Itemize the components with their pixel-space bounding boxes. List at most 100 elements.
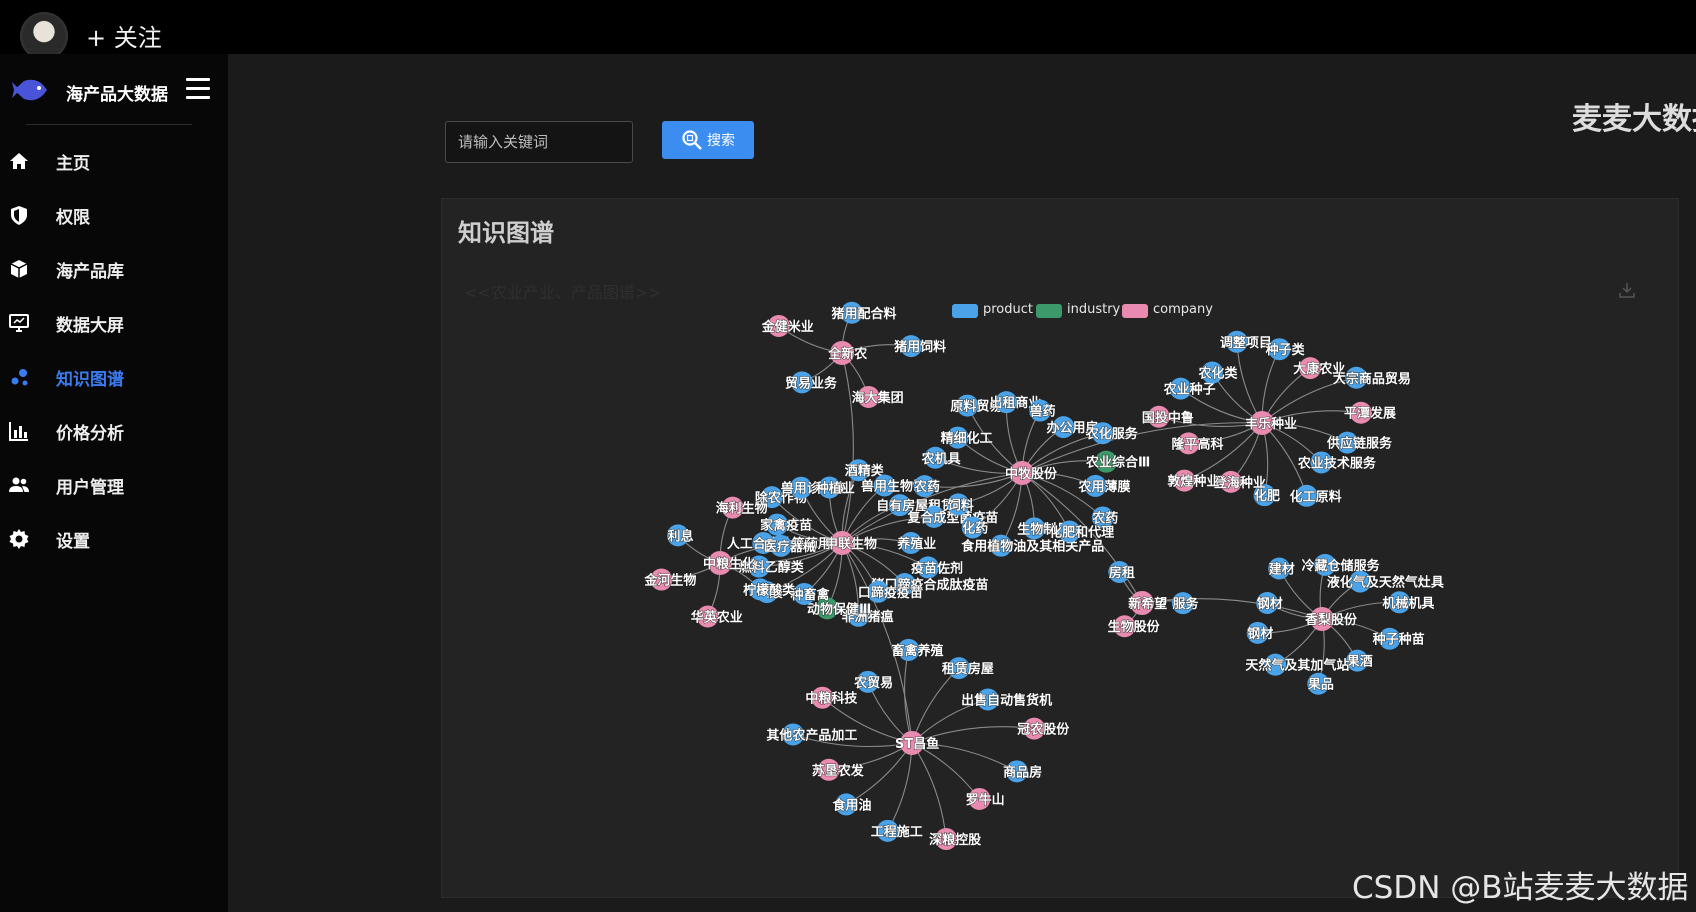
graph-node[interactable] [1058, 520, 1081, 543]
graph-node[interactable] [767, 314, 790, 337]
graph-node[interactable] [840, 301, 863, 324]
graph-node[interactable] [793, 582, 816, 605]
sidebar-item-user-management[interactable]: 用户管理 [0, 462, 228, 508]
graph-node[interactable] [1307, 672, 1330, 695]
graph-node[interactable] [1091, 506, 1114, 529]
graph-node[interactable] [917, 556, 940, 579]
graph-node[interactable] [1169, 377, 1192, 400]
graph-node[interactable] [1005, 760, 1028, 783]
graph-node[interactable] [1246, 621, 1269, 644]
follow-button[interactable]: + 关注 [86, 24, 162, 52]
graph-node[interactable] [1310, 607, 1334, 631]
graph-node[interactable] [968, 787, 991, 810]
graph-node[interactable] [1268, 338, 1291, 361]
graph-node[interactable] [924, 446, 947, 469]
graph-node[interactable] [835, 793, 858, 816]
sidebar-item-price-analysis[interactable]: 价格分析 [0, 408, 228, 454]
graph-node[interactable] [811, 686, 834, 709]
graph-node[interactable] [1345, 366, 1368, 389]
graph-node[interactable] [976, 688, 999, 711]
graph-node[interactable] [760, 486, 783, 509]
graph-node[interactable] [666, 524, 689, 547]
hamburger-menu-icon[interactable] [186, 78, 210, 100]
graph-node[interactable] [1349, 401, 1372, 424]
graph-node[interactable] [867, 580, 890, 603]
sidebar-item-settings[interactable]: 设置 [0, 516, 228, 562]
graph-node[interactable] [1225, 330, 1248, 353]
graph-node[interactable] [913, 475, 936, 498]
graph-node[interactable] [1264, 653, 1287, 676]
graph-node[interactable] [923, 505, 946, 528]
graph-node[interactable] [1378, 627, 1401, 650]
graph-node[interactable] [1256, 591, 1279, 614]
graph-node[interactable] [956, 394, 979, 417]
graph-node[interactable] [946, 426, 969, 449]
graph-node[interactable] [1346, 649, 1369, 672]
graph-node[interactable] [1388, 591, 1411, 614]
sidebar-item-permissions[interactable]: 权限 [0, 192, 228, 238]
graph-node[interactable] [876, 819, 899, 842]
graph-node[interactable] [1023, 717, 1046, 740]
graph-node[interactable] [818, 476, 841, 499]
graph-node[interactable] [766, 513, 789, 536]
graph-node[interactable] [935, 828, 958, 851]
graph-node[interactable] [816, 597, 839, 620]
graph-node[interactable] [900, 532, 922, 554]
graph-node[interactable] [1177, 432, 1200, 455]
graph-node[interactable] [1023, 517, 1046, 540]
download-icon[interactable] [1618, 281, 1636, 299]
graph-node[interactable] [708, 551, 732, 575]
graph-node[interactable] [752, 532, 775, 554]
graph-node[interactable] [1173, 469, 1196, 492]
graph-node[interactable] [782, 723, 805, 746]
graph-node[interactable] [650, 568, 673, 591]
sidebar-item-data-screen[interactable]: 数据大屏 [0, 300, 228, 346]
graph-node[interactable] [749, 578, 772, 601]
avatar[interactable] [20, 12, 68, 60]
graph-node[interactable] [1147, 405, 1170, 428]
graph-node[interactable] [1336, 431, 1359, 454]
graph-node[interactable] [989, 534, 1012, 557]
graph-node[interactable] [1314, 553, 1337, 576]
graph-node[interactable] [748, 555, 771, 578]
graph-node[interactable] [856, 670, 879, 693]
graph-node[interactable] [888, 494, 911, 517]
graph-node[interactable] [830, 341, 854, 365]
graph-node[interactable] [769, 534, 792, 557]
graph-node[interactable] [1349, 570, 1372, 593]
graph-node[interactable] [1295, 484, 1318, 507]
graph-node[interactable] [1113, 615, 1136, 638]
graph-node[interactable] [790, 476, 813, 499]
graph-node[interactable] [1029, 399, 1052, 422]
knowledge-graph-canvas[interactable]: 养殖业疫苗佐剂猪口蹄疫合成肽疫苗口蹄疫疫苗非洲猪瘟动物保健Ⅲ种畜禽乳酸燃料乙醇类… [442, 263, 1678, 897]
graph-node[interactable] [900, 731, 924, 755]
graph-node[interactable] [897, 638, 920, 661]
graph-node[interactable] [1108, 560, 1131, 583]
graph-node[interactable] [790, 371, 813, 394]
graph-node[interactable] [847, 459, 870, 482]
graph-node[interactable] [817, 758, 840, 781]
graph-node[interactable] [873, 474, 896, 497]
graph-node[interactable] [1201, 361, 1224, 384]
graph-node[interactable] [1010, 461, 1034, 485]
graph-node[interactable] [1219, 470, 1242, 493]
graph-node[interactable] [1091, 422, 1114, 445]
graph-node[interactable] [696, 605, 719, 628]
graph-node[interactable] [1171, 592, 1194, 615]
graph-node[interactable] [1084, 474, 1107, 497]
graph-node[interactable] [947, 493, 970, 516]
sidebar-item-home[interactable]: 主页 [0, 138, 228, 184]
graph-node[interactable] [1310, 451, 1333, 474]
graph-node[interactable] [721, 496, 744, 519]
graph-node[interactable] [900, 335, 923, 358]
search-button[interactable]: 搜索 [662, 121, 754, 159]
graph-node[interactable] [1095, 450, 1118, 473]
sidebar-item-seafood-library[interactable]: 海产品库 [0, 246, 228, 292]
graph-node[interactable] [847, 604, 870, 627]
graph-node[interactable] [830, 531, 854, 555]
graph-node[interactable] [1268, 557, 1291, 580]
graph-node[interactable] [995, 391, 1018, 414]
graph-node[interactable] [1130, 591, 1154, 615]
graph-node[interactable] [1052, 416, 1075, 439]
graph-node[interactable] [1299, 357, 1322, 380]
